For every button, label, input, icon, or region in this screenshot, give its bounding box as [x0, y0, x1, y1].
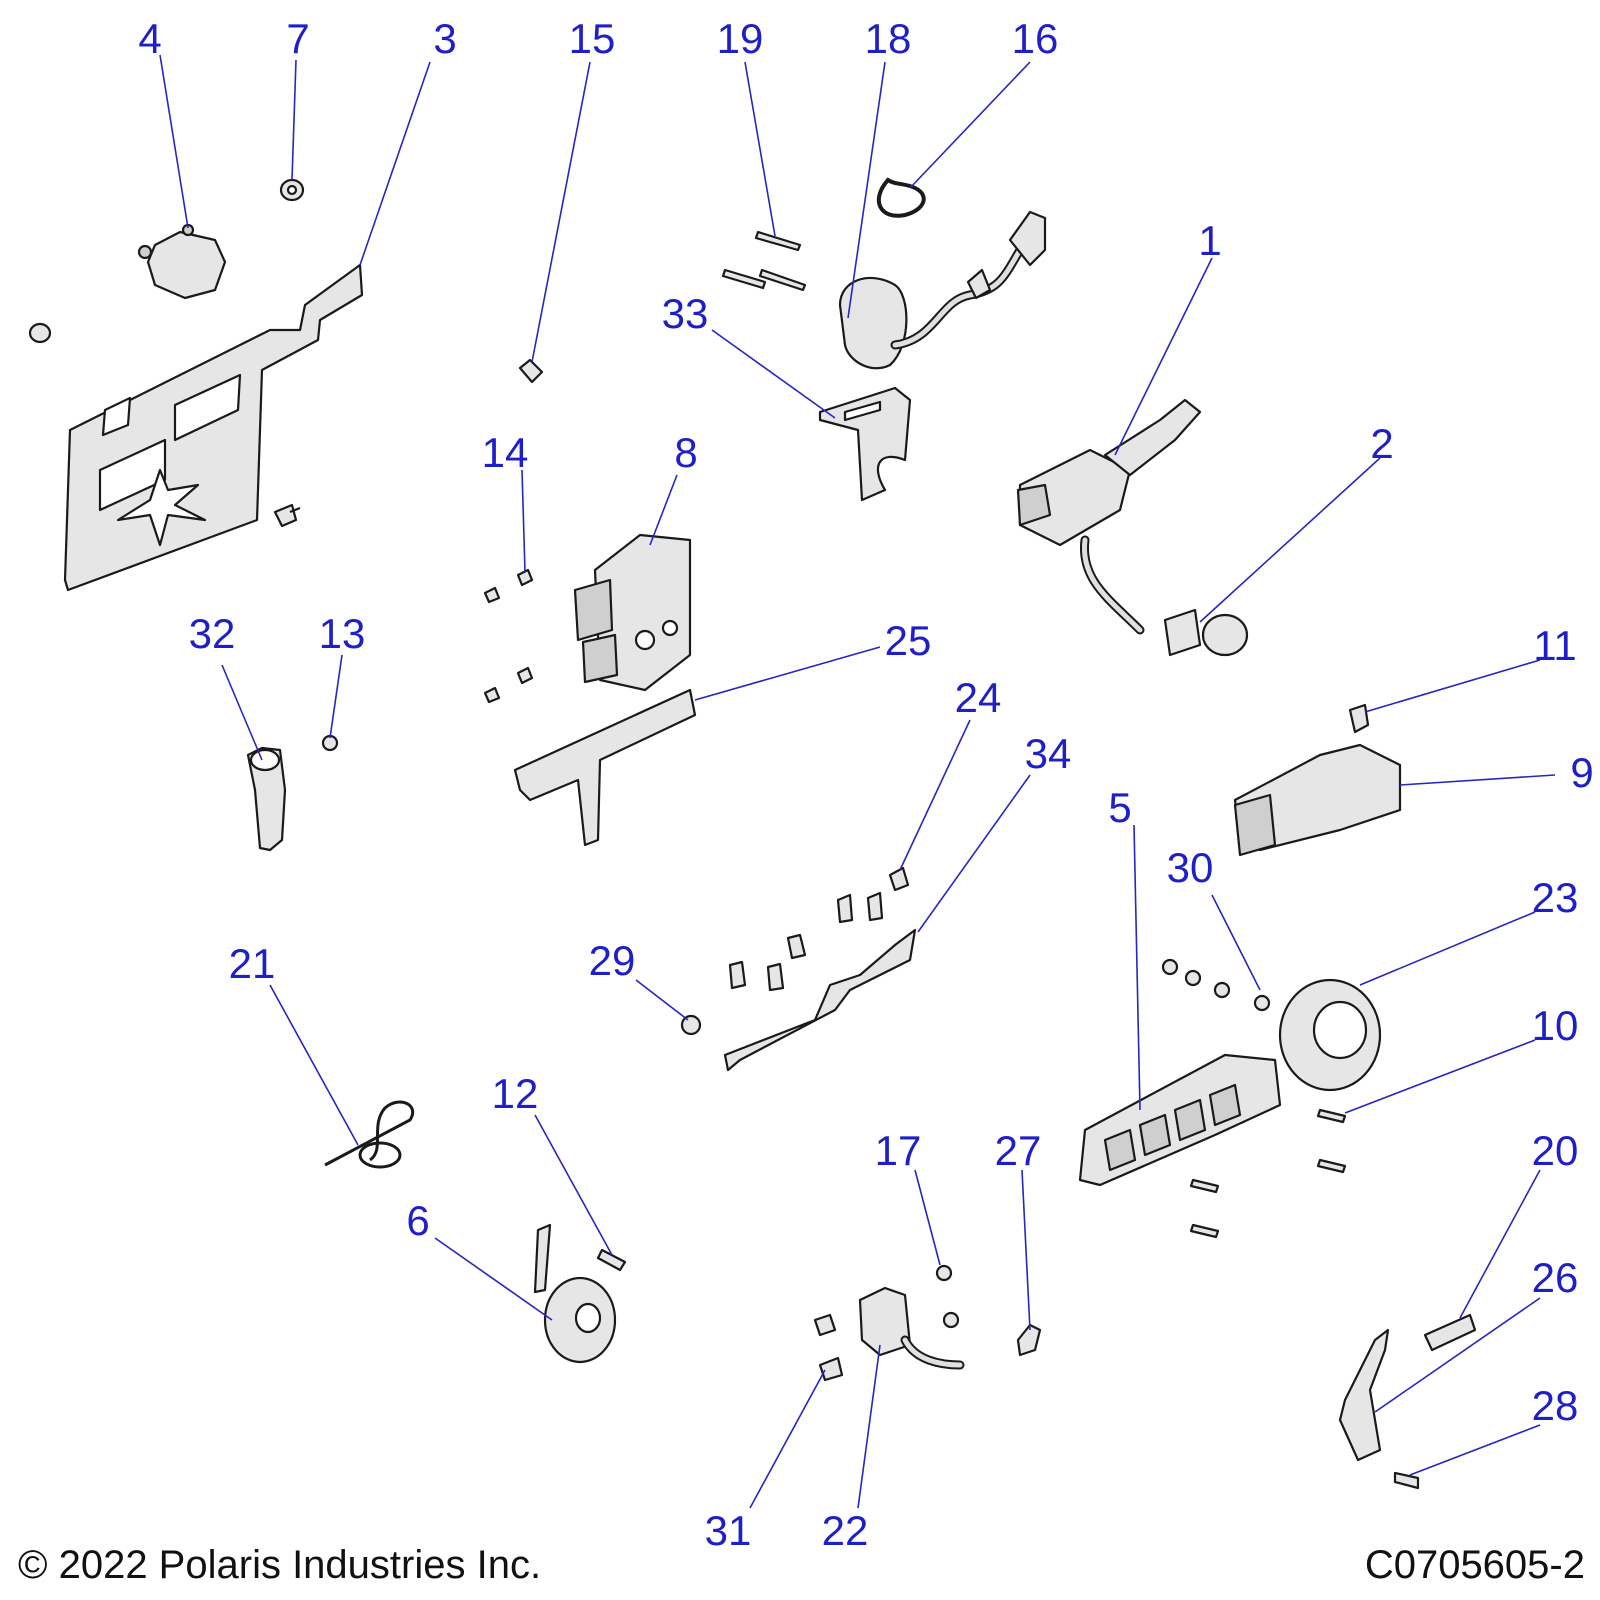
nut-part-17 [935, 1264, 960, 1329]
callout-30: 30 [1167, 844, 1214, 891]
callout-26: 26 [1532, 1254, 1579, 1301]
callout-4: 4 [138, 15, 161, 62]
nut-left [28, 322, 52, 344]
callout-3: 3 [433, 15, 456, 62]
callout-13: 13 [319, 610, 366, 657]
nuts-part-30 [1161, 958, 1271, 1012]
strap-part-16 [876, 177, 926, 218]
drawing-number: C0705605-2 [1365, 1543, 1585, 1587]
copyright-text: © 2022 Polaris Industries Inc. [18, 1543, 541, 1587]
bolt-part-31 [813, 1313, 844, 1382]
nut-part-7 [279, 178, 305, 202]
callout-14: 14 [482, 429, 529, 476]
callout-2: 2 [1370, 420, 1393, 467]
bracket-part-25 [513, 688, 697, 847]
callout-5: 5 [1108, 784, 1131, 831]
callout-19: 19 [717, 15, 764, 62]
mounting-plate-part-3 [63, 263, 364, 592]
callout-6: 6 [406, 1197, 429, 1244]
callout-21: 21 [229, 940, 276, 987]
bolt-part-12 [596, 1248, 627, 1272]
callout-labels: 4 7 3 15 19 18 16 1 33 2 14 8 32 13 25 1… [138, 15, 1593, 1554]
callout-24: 24 [955, 674, 1002, 721]
callout-31: 31 [705, 1507, 752, 1554]
outlet-part-23 [1278, 978, 1382, 1092]
callout-8: 8 [674, 429, 697, 476]
cap-part-32 [246, 746, 287, 852]
callout-29: 29 [589, 937, 636, 984]
callout-23: 23 [1532, 874, 1579, 921]
callout-16: 16 [1012, 15, 1059, 62]
nut-part-29 [680, 1014, 702, 1036]
clip-part-27 [1016, 1323, 1042, 1357]
callout-34: 34 [1025, 730, 1072, 777]
callout-22: 22 [822, 1507, 869, 1554]
callout-12: 12 [492, 1070, 539, 1117]
switch-part-1 [1016, 398, 1202, 635]
bracket-part-33 [818, 386, 912, 502]
callout-25: 25 [885, 617, 932, 664]
callout-33: 33 [662, 290, 709, 337]
callout-18: 18 [865, 15, 912, 62]
switch-panel-part-5 [1078, 1053, 1282, 1187]
callout-27: 27 [995, 1127, 1042, 1174]
bolts-part-24 [728, 866, 910, 992]
callout-32: 32 [189, 610, 236, 657]
screws-part-10 [1189, 1108, 1347, 1239]
callout-1: 1 [1198, 217, 1221, 264]
callout-20: 20 [1532, 1127, 1579, 1174]
connector-part-2 [1163, 608, 1249, 657]
ecu-part-8 [573, 533, 692, 692]
module-part-9 [1233, 743, 1402, 857]
strap-part-21 [324, 1100, 414, 1169]
callout-7: 7 [286, 15, 309, 62]
bolt-part-28 [1393, 1471, 1420, 1490]
callout-17: 17 [875, 1127, 922, 1174]
bracket-part-34 [723, 928, 917, 1072]
screw-part-15 [518, 358, 544, 384]
connector-part-20 [1423, 1313, 1477, 1352]
callout-9: 9 [1570, 749, 1593, 796]
callout-10: 10 [1532, 1002, 1579, 1049]
screw-plate [273, 503, 301, 528]
callout-15: 15 [569, 15, 616, 62]
bolts-part-19 [721, 230, 807, 292]
harness-part-22 [858, 1286, 965, 1370]
leader-lines [159, 54, 1556, 1509]
callout-28: 28 [1532, 1382, 1579, 1429]
fastener-part-11 [1348, 703, 1370, 734]
relay-part-4 [137, 223, 227, 300]
horn-part-6 [533, 1223, 617, 1364]
screws-part-14 [483, 568, 534, 704]
nut-part-13 [321, 734, 339, 752]
callout-11: 11 [1533, 622, 1577, 669]
bracket-part-26 [1338, 1328, 1390, 1462]
light-part-18 [838, 210, 1047, 370]
